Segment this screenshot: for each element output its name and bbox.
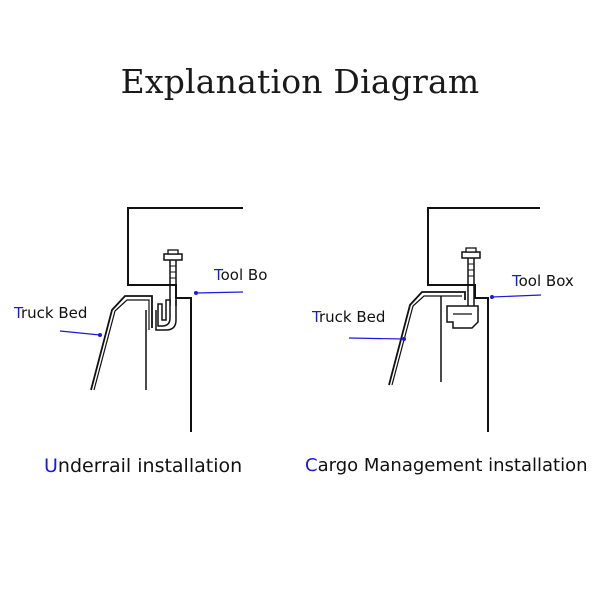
j-clamp [157, 299, 171, 327]
cargo-management-caption: Cargo Management installation [305, 455, 588, 476]
tool-box-outline [427, 207, 540, 432]
tool-box-leader [491, 294, 542, 298]
bolt [163, 249, 183, 306]
diagram-title: Explanation Diagram [120, 62, 480, 101]
bolt [461, 247, 481, 308]
tool-box-label: Tool Bo [213, 266, 267, 284]
truck-bed-label: Truck Bed [311, 308, 385, 326]
truck-bed-leader [348, 337, 405, 340]
caption-initial: C [305, 455, 318, 476]
caption-text: argo Management installation [317, 455, 588, 476]
truck-bed-rail-inner [93, 299, 150, 391]
cargo-management-diagram: Truck Bed Tool Box [311, 207, 574, 432]
caption-text: nderrail installation [57, 455, 243, 477]
truck-bed-leader [59, 330, 101, 336]
underrail-caption: Underrail installation [44, 455, 242, 477]
truck-bed-rail [388, 291, 466, 386]
truck-bed-rail [90, 295, 153, 391]
underrail-diagram: Truck Bed Tool Bo [13, 207, 267, 432]
caption-initial: U [44, 455, 58, 477]
tool-box-label: Tool Box [511, 272, 574, 290]
truck-bed-rail-inner [391, 295, 462, 386]
clamp [446, 305, 479, 329]
truck-bed-label: Truck Bed [13, 304, 87, 322]
tool-box-leader [195, 291, 244, 294]
